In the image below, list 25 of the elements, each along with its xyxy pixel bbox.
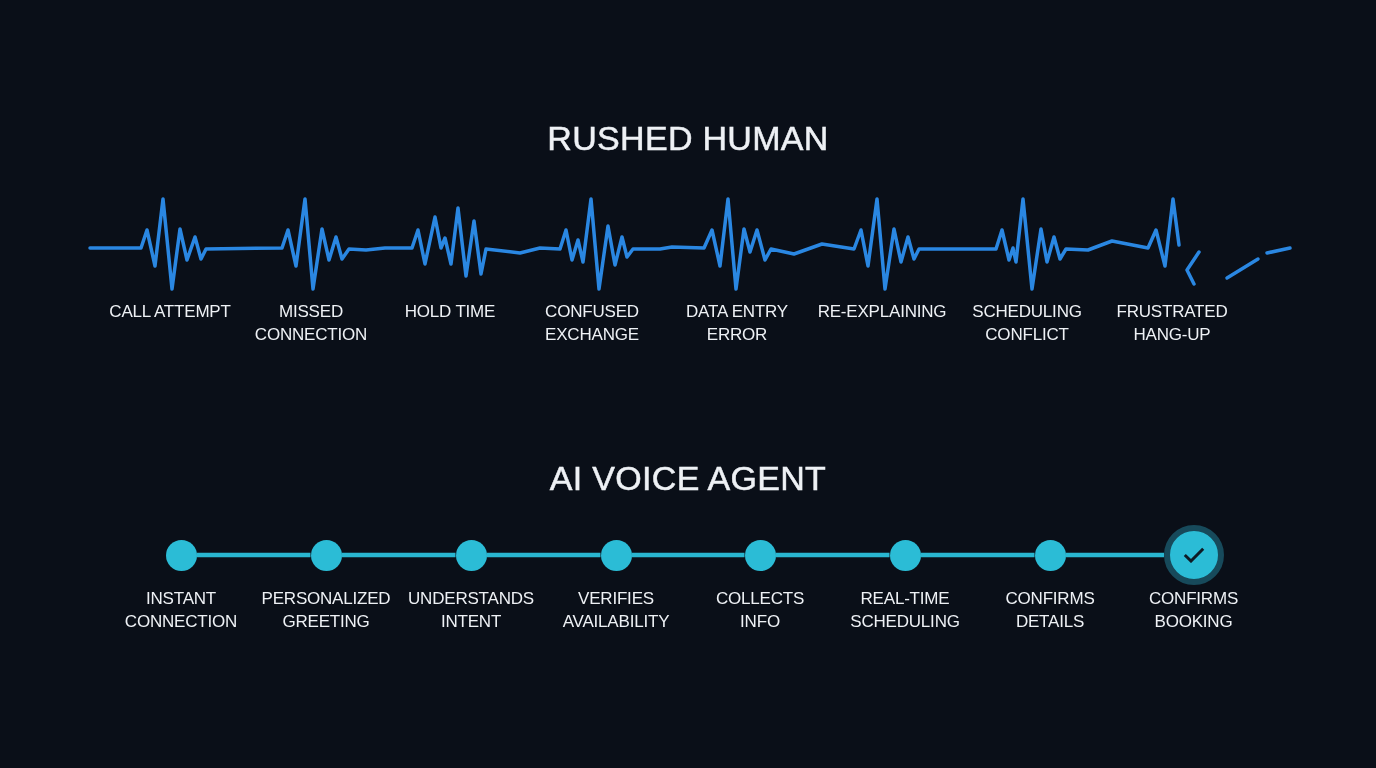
connector-line [341, 552, 456, 558]
step-label: PERSONALIZED GREETING [261, 589, 391, 631]
step-label: CONFIRMS BOOKING [1148, 588, 1239, 631]
step-label: INSTANT CONNECTION [124, 589, 238, 631]
step-label: COLLECTS INFO [715, 589, 805, 631]
connector-line [775, 552, 890, 558]
step-label: VERIFIES AVAILABILITY [562, 589, 670, 631]
connector-line [631, 552, 745, 558]
step-label: UNDERSTANDS INTENT [408, 589, 534, 631]
step-label: REAL-TIME SCHEDULING [850, 589, 960, 631]
waveform-label: RE-EXPLAINING [817, 302, 947, 321]
waveform-label: FRUSTRATED HANG-UP [1116, 302, 1228, 344]
waveform-label: SCHEDULING CONFLICT [972, 302, 1082, 344]
connector-line [486, 552, 601, 558]
waveform-label: HOLD TIME [404, 302, 496, 321]
step-label: CONFIRMS DETAILS [1005, 589, 1095, 631]
waveform-label: CONFUSED EXCHANGE [545, 302, 639, 344]
connector-line [196, 552, 311, 558]
connector-line [1065, 552, 1164, 558]
section-heading: RUSHED HUMAN [547, 119, 829, 157]
section-heading: AI VOICE AGENT [549, 459, 827, 497]
waveform-label: DATA ENTRY ERROR [686, 302, 788, 344]
connector-line [920, 552, 1035, 558]
waveform-label: CALL ATTEMPT [109, 302, 231, 321]
waveform-label: MISSED CONNECTION [254, 302, 368, 344]
